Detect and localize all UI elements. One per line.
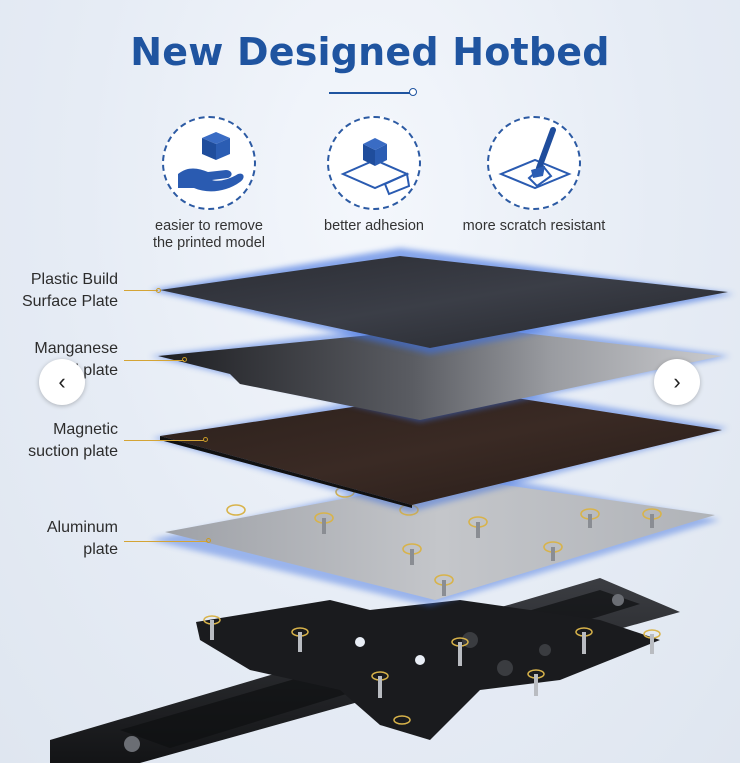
feature-label: easier to remove (155, 218, 263, 234)
cube-on-sheet-icon (327, 116, 421, 210)
feature-label: better adhesion (324, 218, 424, 234)
leader-dot (182, 357, 187, 362)
leader-line (124, 541, 208, 542)
chevron-right-icon: › (673, 369, 681, 394)
leader-dot (203, 437, 208, 442)
feature-adhesion: better adhesion (284, 116, 464, 235)
layer-label-line2: suction plate (28, 443, 118, 460)
layer-label-line1: Plastic Build (30, 271, 118, 288)
layer-label-line1: Magnetic (53, 421, 118, 438)
layer-label-plastic: Plastic Build Surface Plate (0, 269, 118, 313)
chevron-left-icon: ‹ (58, 369, 66, 394)
layer-label-magnetic: Magnetic suction plate (0, 419, 118, 463)
layer-label-line1: Aluminum (46, 519, 118, 536)
title-underline-dot (409, 88, 417, 96)
leader-dot (206, 538, 211, 543)
leader-line (124, 360, 184, 361)
page-title: New Designed Hotbed (130, 30, 610, 74)
leader-dot (156, 288, 161, 293)
leader-line (124, 440, 204, 441)
bed-screws (203, 615, 661, 725)
layer-label-line2: plate (83, 541, 118, 558)
feature-easy-removal: easier to remove the printed model (119, 116, 299, 252)
leader-line (124, 290, 158, 291)
aluminum-plate (150, 470, 720, 606)
hand-cube-icon (162, 116, 256, 210)
title-underline (329, 92, 413, 94)
feature-label: more scratch resistant (462, 218, 606, 234)
feature-label-line2: the printed model (152, 235, 266, 251)
next-image-button[interactable]: › (654, 359, 700, 405)
plastic-build-surface-plate (150, 248, 734, 354)
magnetic-suction-plate (152, 382, 728, 512)
feature-scratch-resistant: more scratch resistant (444, 116, 624, 235)
previous-image-button[interactable]: ‹ (39, 359, 85, 405)
layer-label-aluminum: Aluminum plate (0, 517, 118, 561)
scraper-icon (487, 116, 581, 210)
layer-label-line2: Surface Plate (21, 293, 118, 310)
manganese-steel-plate (150, 318, 730, 422)
layer-label-line1: Manganese (34, 340, 118, 357)
